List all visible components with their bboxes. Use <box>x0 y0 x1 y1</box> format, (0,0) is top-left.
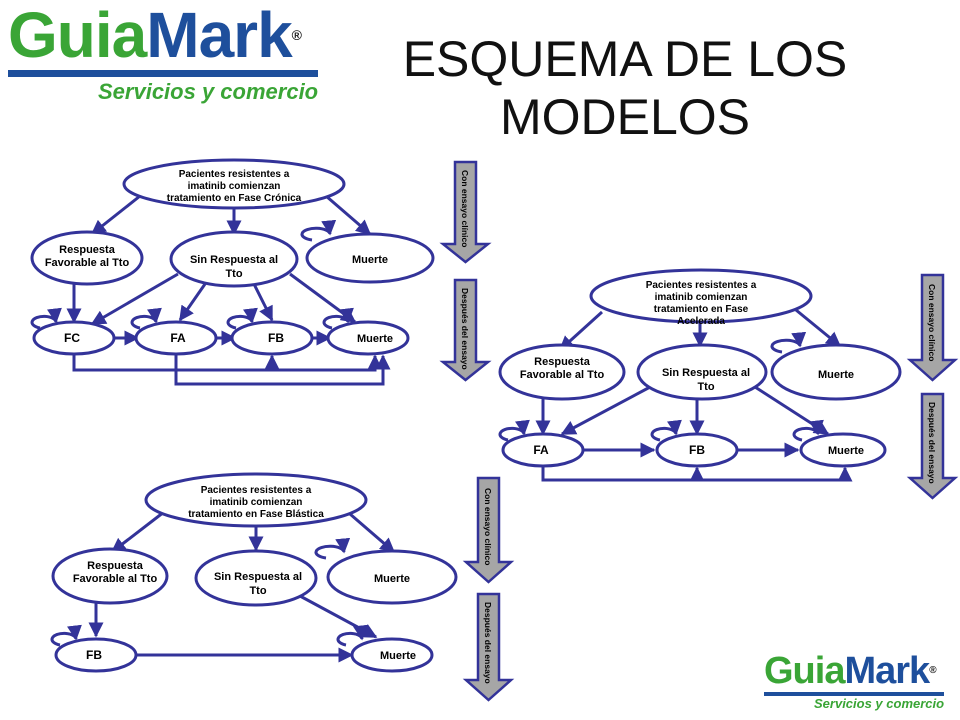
label-fb-blastica: FB <box>86 648 102 662</box>
label-con-ensayo-blastica: Con ensayo clínico <box>483 488 493 565</box>
guiamark-logo-bottom: GuiaMark® Servicios y comercio <box>764 650 954 711</box>
node-respuesta-blastica <box>51 547 169 605</box>
arrow-con-ensayo-blastica <box>462 476 515 584</box>
node-fb-cronica <box>230 320 314 356</box>
label-muerte-cronica: Muerte <box>352 254 388 266</box>
label-fa-acelerada: FA <box>533 443 549 457</box>
page-title: ESQUEMA DE LOS MODELOS <box>402 31 848 145</box>
arrow-despues-ensayo-cronica <box>439 278 492 382</box>
arrow-con-ensayo-cronica <box>439 160 492 264</box>
label-top-acelerada-2: imatinib comienzan <box>655 292 748 303</box>
label-muerte-acelerada: Muerte <box>818 369 854 381</box>
logo-word-guia-small: Guia <box>764 650 845 692</box>
label-respuesta-acelerada-1: Respuesta <box>534 356 591 368</box>
node-respuesta-acelerada <box>498 343 626 401</box>
phase-arrows-acelerada: Con ensayo clínico Después del ensayo <box>906 273 959 500</box>
arrow-con-ensayo-acelerada <box>906 273 959 382</box>
model-acelerada-nodes <box>498 268 902 468</box>
label-respuesta-cronica-2: Favorable al Tto <box>45 257 130 269</box>
node-sin-respuesta-blastica <box>194 549 318 607</box>
node-fa-cronica <box>134 320 218 356</box>
label-top-cronica-2: imatinib comienzan <box>188 181 281 192</box>
label-sin-blastica-1: Sin Respuesta al <box>214 571 302 583</box>
label-muerte-state-cronica: Muerte <box>357 333 393 345</box>
logo-registered-small: ® <box>929 665 936 676</box>
model-blastica <box>50 510 396 663</box>
logo-wordmark-small: GuiaMark® <box>764 650 954 692</box>
model-cronica <box>30 194 391 386</box>
phase-arrows-blastica: Con ensayo clínico Después del ensayo <box>462 476 515 702</box>
node-top-acelerada <box>589 268 813 324</box>
label-muerte-state-blastica: Muerte <box>380 650 416 662</box>
arrow-despues-ensayo-blastica <box>462 592 515 702</box>
label-top-blastica-1: Pacientes resistentes a <box>201 485 312 496</box>
label-con-ensayo-cronica: Con ensayo clínico <box>460 170 470 247</box>
label-sin-blastica-2: Tto <box>249 585 266 597</box>
label-sin-acelerada-1: Sin Respuesta al <box>662 367 750 379</box>
label-fb-acelerada: FB <box>689 443 705 457</box>
node-muerte-blastica <box>326 549 458 605</box>
node-fc-cronica <box>32 320 116 356</box>
label-despues-ensayo-blastica: Después del ensayo <box>483 602 493 684</box>
node-muerte-state-cronica <box>326 320 410 356</box>
label-top-cronica-1: Pacientes resistentes a <box>179 169 290 180</box>
label-top-acelerada-1: Pacientes resistentes a <box>646 280 757 291</box>
label-sin-acelerada-2: Tto <box>697 381 714 393</box>
label-respuesta-cronica-1: Respuesta <box>59 244 116 256</box>
label-fb-cronica: FB <box>268 331 284 345</box>
logo-bar <box>8 70 318 77</box>
model-acelerada-labels: Pacientes resistentes a imatinib comienz… <box>520 280 864 457</box>
label-top-cronica-3: tratamiento en Fase Crónica <box>167 193 302 204</box>
label-respuesta-blastica-1: Respuesta <box>87 560 144 572</box>
label-top-blastica-2: imatinib comienzan <box>210 497 303 508</box>
label-sin-cronica-1: Sin Respuesta al <box>190 254 278 266</box>
model-acelerada <box>498 308 853 482</box>
label-respuesta-acelerada-2: Favorable al Tto <box>520 369 605 381</box>
node-top-cronica <box>122 158 346 210</box>
logo-tagline: Servicios y comercio <box>98 79 319 104</box>
node-fb-acelerada <box>655 432 739 468</box>
node-muerte-state-blastica <box>350 637 434 673</box>
logo-registered: ® <box>291 27 302 43</box>
phase-arrows-cronica: Con ensayo clínico Después del ensayo <box>439 160 492 382</box>
node-muerte-state-acelerada <box>799 432 887 468</box>
label-sin-cronica-2: Tto <box>225 268 242 280</box>
label-top-acelerada-3: tratamiento en Fase <box>654 304 749 315</box>
node-fb-blastica <box>54 637 138 673</box>
logo-word-mark: Mark <box>146 0 292 71</box>
label-top-blastica-3: tratamiento en Fase Blástica <box>188 509 324 520</box>
label-despues-ensayo-cronica: Después del ensayo <box>460 288 470 370</box>
arrow-despues-ensayo-acelerada <box>906 392 959 500</box>
node-respuesta-cronica <box>30 230 144 286</box>
logo-word-guia: Guia <box>8 0 147 71</box>
model-cronica-nodes <box>30 158 435 356</box>
label-despues-ensayo-acelerada: Después del ensayo <box>927 402 937 484</box>
logo-bar-small <box>764 692 944 696</box>
logo-word-mark-small: Mark <box>844 650 930 692</box>
label-con-ensayo-acelerada: Con ensayo clínico <box>927 284 937 361</box>
node-fa-acelerada <box>501 432 585 468</box>
label-respuesta-blastica-2: Favorable al Tto <box>73 573 158 585</box>
logo-wordmark: GuiaMark® <box>8 0 338 70</box>
label-top-acelerada-4: Acelerada <box>677 316 725 327</box>
label-fa-cronica: FA <box>170 331 186 345</box>
node-muerte-cronica <box>305 232 435 284</box>
guiamark-logo-top: GuiaMark® Servicios y comercio <box>8 0 338 105</box>
node-muerte-acelerada <box>770 343 902 401</box>
node-sin-respuesta-cronica <box>169 230 299 288</box>
model-cronica-labels: Pacientes resistentes a imatinib comienz… <box>45 169 393 345</box>
model-blastica-nodes <box>51 472 458 673</box>
label-fc-cronica: FC <box>64 331 80 345</box>
node-top-blastica <box>144 472 368 528</box>
label-muerte-state-acelerada: Muerte <box>828 445 864 457</box>
logo-tagline-small: Servicios y comercio <box>814 696 945 711</box>
model-blastica-labels: Pacientes resistentes a imatinib comienz… <box>73 485 416 662</box>
node-sin-respuesta-acelerada <box>636 343 768 401</box>
label-muerte-blastica: Muerte <box>374 573 410 585</box>
